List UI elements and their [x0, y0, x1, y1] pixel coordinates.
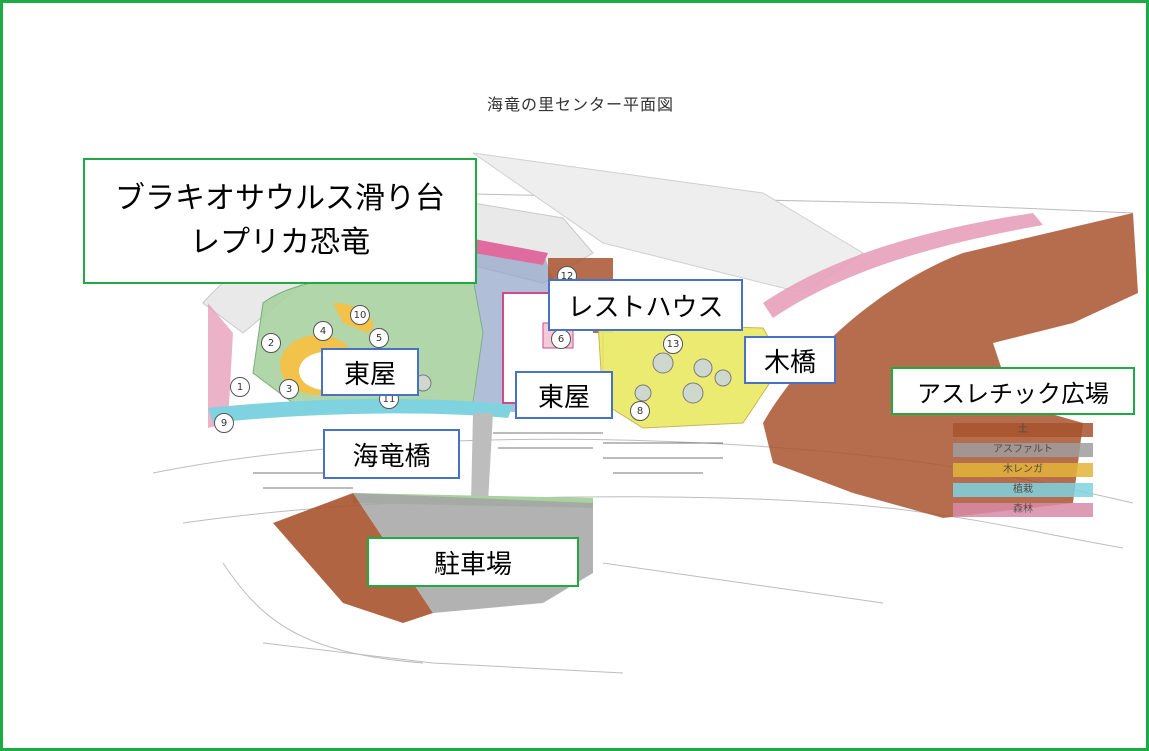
marker-13: 13	[663, 334, 683, 354]
marker-1: 1	[230, 377, 250, 397]
marker-2: 2	[261, 333, 281, 353]
legend-planting: 植栽	[953, 483, 1093, 497]
label-parking: 駐車場	[367, 537, 579, 587]
legend-soil: 土	[953, 423, 1093, 437]
marker-5: 5	[369, 328, 389, 348]
legend-forest: 森林	[953, 503, 1093, 517]
marker-8: 8	[630, 401, 650, 421]
label-brachiosaurus-slide: ブラキオサウルス滑り台 レプリカ恐竜	[83, 158, 477, 284]
marker-9: 9	[214, 413, 234, 433]
marker-6: 6	[551, 329, 571, 349]
map-legend: 土 アスファルト 木レンガ 植栽 森林	[953, 423, 1093, 523]
label-azumaya-1: 東屋	[321, 348, 419, 396]
legend-wood-brick: 木レンガ	[953, 463, 1093, 477]
label-kairyu-bridge: 海竜橋	[323, 429, 460, 479]
marker-3: 3	[279, 379, 299, 399]
marker-10: 10	[350, 305, 370, 325]
marker-4: 4	[313, 321, 333, 341]
label-wooden-bridge: 木橋	[744, 336, 836, 384]
legend-asphalt: アスファルト	[953, 443, 1093, 457]
label-resthouse: レストハウス	[548, 279, 743, 331]
label-brachiosaurus-line1: ブラキオサウルス滑り台	[115, 181, 445, 216]
label-brachiosaurus-line2: レプリカ恐竜	[190, 225, 370, 260]
label-azumaya-2: 東屋	[515, 371, 613, 419]
map-title: 海竜の里センター平面図	[487, 95, 675, 114]
label-athletic-square: アスレチック広場	[891, 367, 1135, 415]
